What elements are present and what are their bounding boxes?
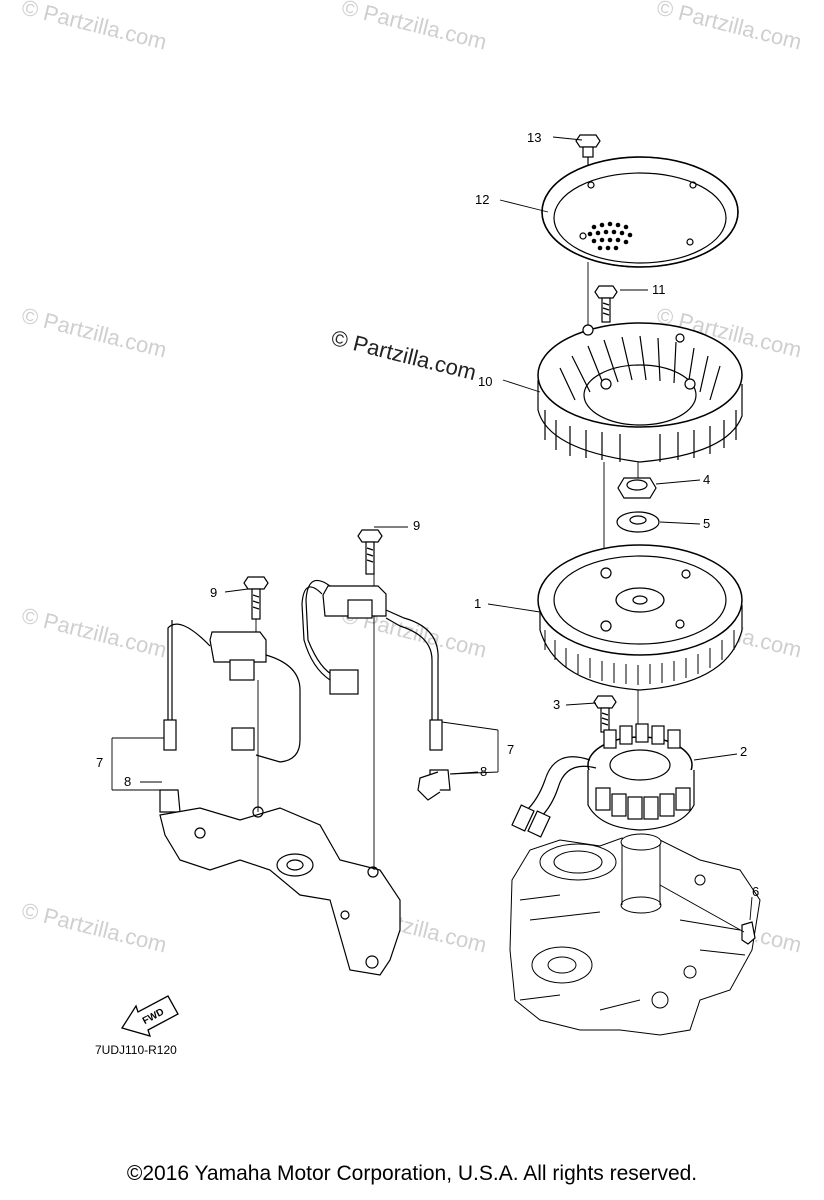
- mount-bracket: [159, 806, 401, 976]
- callout-4[interactable]: 4: [703, 472, 711, 487]
- callout-7-left[interactable]: 7: [96, 755, 104, 770]
- copyright-footer: ©2016 Yamaha Motor Corporation, U.S.A. A…: [126, 1162, 698, 1185]
- ignition-coil-right[interactable]: [301, 579, 443, 751]
- callout-12[interactable]: 12: [475, 192, 490, 207]
- nut-4[interactable]: [617, 477, 657, 499]
- callout-7-right[interactable]: 7: [507, 742, 515, 757]
- callout-2[interactable]: 2: [740, 744, 748, 759]
- ignition-coil-left[interactable]: [163, 620, 301, 763]
- callout-8-right[interactable]: 8: [480, 764, 488, 779]
- callout-9-left[interactable]: 9: [210, 585, 218, 600]
- woodruff-key-6[interactable]: [741, 921, 756, 945]
- bolt-9-right[interactable]: [357, 529, 383, 575]
- stator-2[interactable]: [511, 723, 695, 838]
- callout-3[interactable]: 3: [553, 697, 561, 712]
- bolt-9-left[interactable]: [243, 576, 269, 620]
- callout-10[interactable]: 10: [478, 374, 493, 389]
- callout-13[interactable]: 13: [527, 130, 542, 145]
- callout-9-right[interactable]: 9: [413, 518, 421, 533]
- callout-11[interactable]: 11: [652, 282, 666, 297]
- bolt-11[interactable]: [594, 285, 618, 323]
- cover-plate-12[interactable]: [541, 156, 739, 268]
- callout-6[interactable]: 6: [752, 884, 760, 899]
- fwd-arrow-icon: [120, 995, 179, 1037]
- bolt-3[interactable]: [593, 695, 617, 733]
- rotor-1[interactable]: [537, 544, 743, 691]
- callout-8-left[interactable]: 8: [124, 774, 132, 789]
- flywheel-fan-10[interactable]: [537, 322, 743, 463]
- engine-block: [509, 833, 761, 1036]
- diagram-code: 7UDJ110-R120: [95, 1043, 177, 1057]
- plug-cap-8-right[interactable]: [417, 769, 451, 801]
- washer-5[interactable]: [616, 511, 660, 533]
- callout-5[interactable]: 5: [703, 516, 711, 531]
- callout-1[interactable]: 1: [474, 596, 482, 611]
